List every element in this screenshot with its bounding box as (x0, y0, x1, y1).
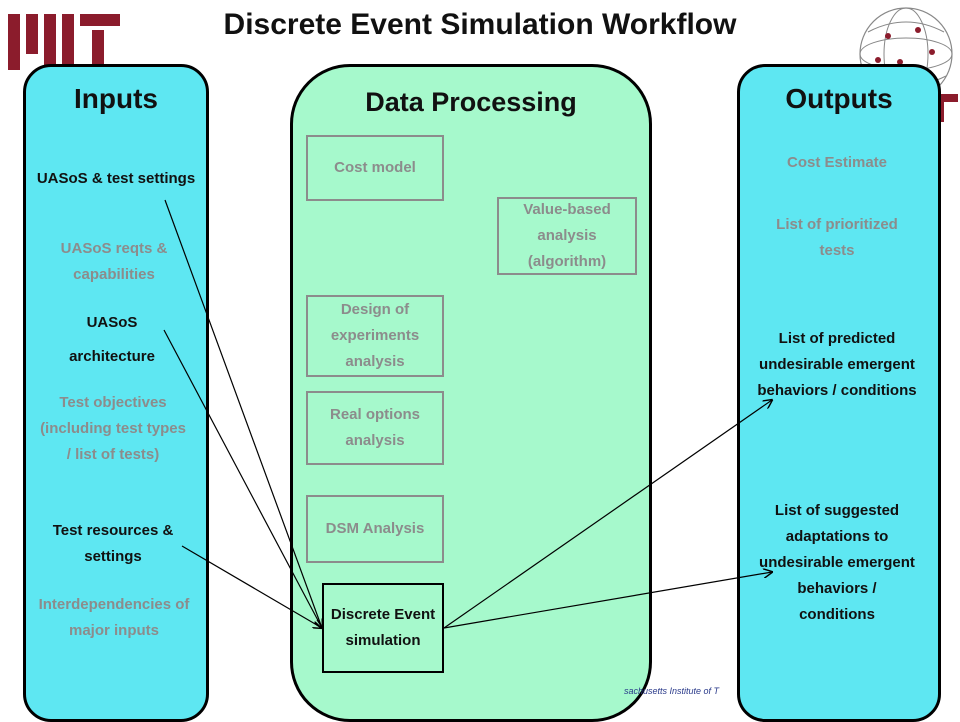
box-dsm-analysis: DSM Analysis (306, 495, 444, 563)
diagram-title: Discrete Event Simulation Workflow (223, 8, 737, 41)
box-cost-model: Cost model (306, 135, 444, 201)
output-suggested-adaptations: List of suggested adaptations to undesir… (759, 502, 915, 623)
input-uasos: UASoS (86, 314, 138, 331)
outputs-heading: Outputs (785, 83, 893, 114)
input-architecture: architecture (69, 348, 155, 365)
box-design-of-experiments: Design of experiments analysis (306, 295, 444, 377)
box-dsm-analysis-label: DSM Analysis (325, 520, 425, 537)
inputs-heading: Inputs (74, 83, 158, 114)
output-prioritized-tests: List of prioritized tests (776, 216, 898, 259)
footer-text: sachusetts Institute of T (624, 686, 720, 696)
mit-logo (8, 14, 120, 70)
box-real-options-analysis: Real options analysis (306, 391, 444, 465)
input-uasos-reqts-capabilities: UASoS reqts & capabilities (60, 240, 168, 283)
box-design-of-experiments-label: Design of experiments analysis (330, 301, 420, 370)
box-discrete-event-simulation: Discrete Event simulation (322, 583, 444, 673)
box-discrete-event-simulation-label: Discrete Event simulation (330, 606, 436, 649)
input-interdependencies: Interdependencies of major inputs (38, 596, 190, 639)
input-test-resources-settings: Test resources & settings (52, 522, 174, 565)
outputs-panel: Outputs (737, 64, 941, 722)
data-processing-heading: Data Processing (365, 87, 577, 117)
box-value-based-analysis: Value-based analysis (algorithm) (497, 197, 637, 275)
output-cost-estimate: Cost Estimate (786, 154, 888, 171)
box-cost-model-label: Cost model (334, 159, 416, 176)
box-value-based-analysis-label: Value-based analysis (algorithm) (523, 201, 611, 270)
input-uasos-test-settings: UASoS & test settings (36, 170, 196, 187)
box-real-options-analysis-label: Real options analysis (329, 406, 420, 449)
input-test-objectives: Test objectives (including test types / … (40, 394, 186, 463)
output-predicted-emergent-behaviors: List of predicted undesirable emergent b… (757, 330, 917, 399)
